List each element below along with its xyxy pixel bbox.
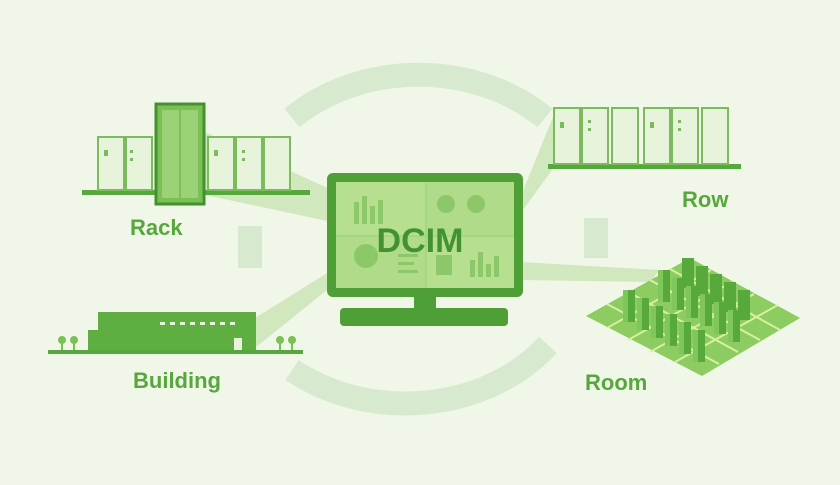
rack-label: Rack	[130, 215, 183, 240]
beam-room	[520, 262, 660, 282]
row-illustration	[548, 107, 741, 169]
building-label: Building	[133, 368, 221, 393]
dcim-label: DCIM	[376, 222, 464, 260]
ring-arc-bottom	[285, 336, 557, 416]
monitor-illustration	[327, 173, 523, 326]
ring-arc-top	[284, 62, 553, 128]
row-label: Row	[682, 187, 729, 212]
beam-row	[520, 112, 555, 214]
beam-building	[255, 270, 332, 348]
room-illustration	[586, 258, 800, 376]
room-label: Room	[585, 370, 648, 395]
building-illustration	[48, 312, 303, 354]
cycle-ring	[238, 62, 608, 416]
rack-illustration	[82, 102, 310, 206]
